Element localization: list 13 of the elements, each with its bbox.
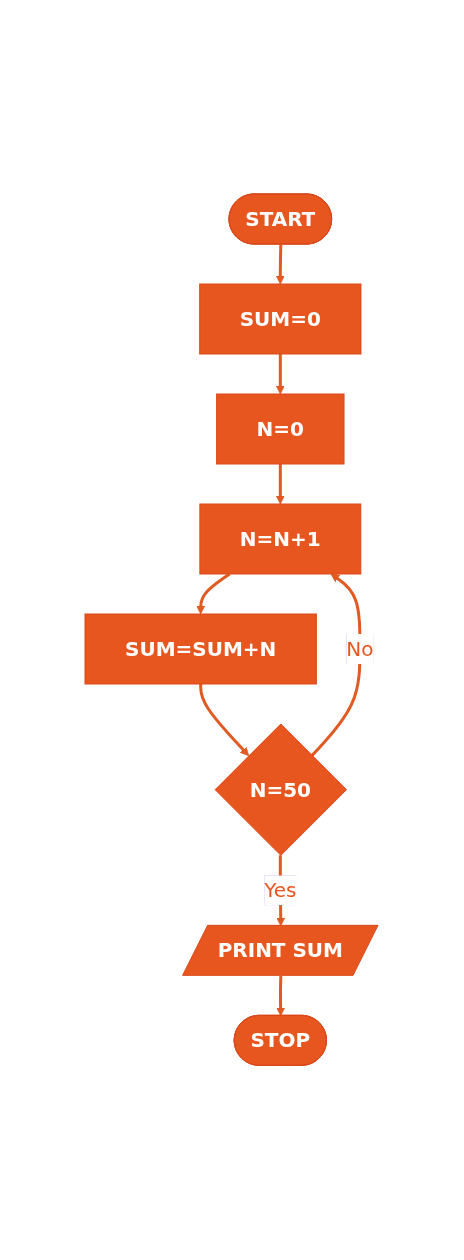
node-diamond: N=50 <box>215 723 348 857</box>
edge-label: No <box>346 637 375 662</box>
arrow <box>196 573 231 615</box>
edge-label: Yes <box>264 878 297 903</box>
arrow <box>276 464 286 505</box>
arrow <box>276 354 286 395</box>
node-box: N=N+1 <box>199 503 362 575</box>
arrow <box>276 244 286 285</box>
node-box: SUM=0 <box>199 283 362 355</box>
arrow <box>199 684 250 757</box>
node-box: N=0 <box>216 393 345 465</box>
node-box: SUM=SUM+N <box>85 613 318 685</box>
arrow <box>276 976 286 1017</box>
